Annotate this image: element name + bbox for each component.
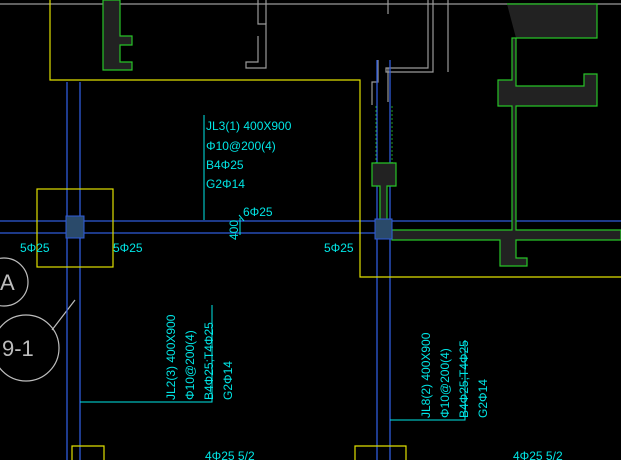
dashed-column-group <box>375 106 393 163</box>
gray-line-leader <box>51 299 76 331</box>
jl3-line-2: Φ10@200(4) <box>206 139 276 153</box>
gray-line-v1 <box>245 0 267 69</box>
jl8-line-2: Φ10@200(4) <box>438 348 452 418</box>
leader-jl8 <box>390 340 466 421</box>
leader-jl2 <box>80 305 213 403</box>
jl2-line-2: Φ10@200(4) <box>183 330 197 400</box>
rebar-label-bottom-right: 4Φ25 5/2 <box>513 449 563 460</box>
rebar-label-top-6: 6Φ25 <box>243 205 273 219</box>
column-square-right <box>374 218 393 240</box>
axis-bubbles <box>0 257 60 382</box>
rebar-label-right-5: 5Φ25 <box>324 241 354 255</box>
footing-outline-bottom-left <box>71 445 105 460</box>
jl2-line-1: JL2(3) 400X900 <box>164 314 178 400</box>
jl8-line-1: JL8(2) 400X900 <box>419 332 433 418</box>
axis-bubble-a[interactable] <box>0 257 29 307</box>
green-wall-top-left <box>102 0 133 71</box>
jl2-line-3: B4Φ25;T4Φ25 <box>202 322 216 400</box>
dimension-label-400: 400 <box>227 220 241 240</box>
axis-bubble-a-label: A <box>0 270 15 295</box>
jl3-line-3: B4Φ25 <box>206 158 244 172</box>
leader-lines-group <box>80 115 466 421</box>
jl8-line-3: B4Φ25;T4Φ25 <box>457 340 471 418</box>
rebar-label-left-5: 5Φ25 <box>20 241 50 255</box>
dim-tick <box>238 214 245 222</box>
beam-annotation-jl8[interactable]: JL8(2) 400X900 Φ10@200(4) B4Φ25;T4Φ25 G2… <box>419 332 490 418</box>
wall-outline-yellow <box>49 0 621 278</box>
green-wall-right-top <box>391 3 621 267</box>
beam-annotation-jl3[interactable]: JL3(1) 400X900 Φ10@200(4) B4Φ25 G2Φ14 <box>206 119 292 191</box>
jl3-line-4: G2Φ14 <box>206 177 245 191</box>
gray-lines-group <box>0 0 621 331</box>
footing-outline-bottom-right <box>354 445 407 460</box>
yellow-outline-group <box>36 0 621 460</box>
rebar-label-mid-5: 5Φ25 <box>113 241 143 255</box>
column-squares <box>65 215 393 240</box>
gray-line-v3 <box>371 60 379 105</box>
jl8-line-4: G2Φ14 <box>476 379 490 418</box>
axis-bubble-9-1-label: 9-1 <box>2 336 34 361</box>
column-square-left <box>65 215 85 239</box>
green-walls-group <box>102 0 621 267</box>
axis-bubble-9-1[interactable] <box>0 314 60 382</box>
jl3-line-1: JL3(1) 400X900 <box>206 119 292 133</box>
gray-line-v5 <box>385 0 434 73</box>
axis-lines-group <box>0 60 621 460</box>
rebar-label-bottom-left: 4Φ25 5/2 <box>205 449 255 460</box>
jl2-line-4: G2Φ14 <box>221 361 235 400</box>
column-outline-left <box>36 188 114 268</box>
beam-annotation-jl2[interactable]: JL2(3) 400X900 Φ10@200(4) B4Φ25;T4Φ25 G2… <box>164 314 235 400</box>
